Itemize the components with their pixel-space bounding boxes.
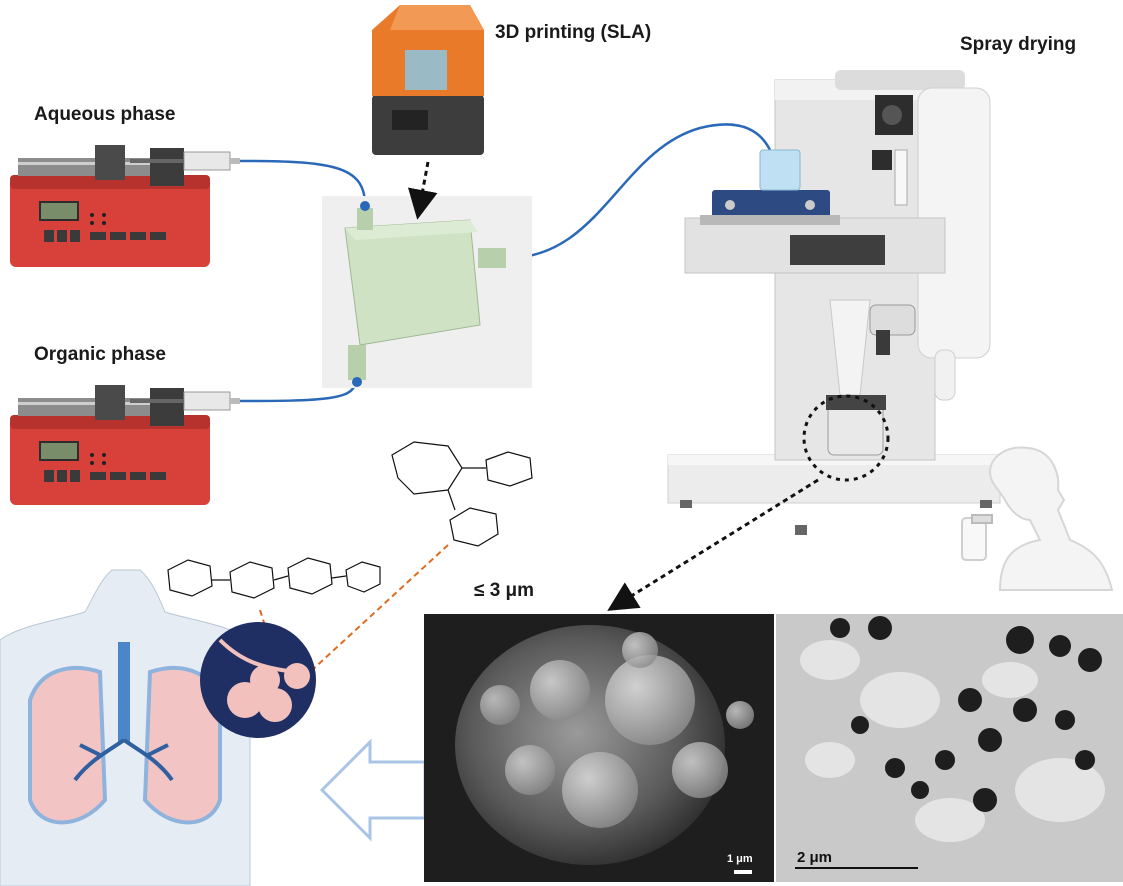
label-spray-drying: Spray drying: [960, 34, 1077, 55]
tem-micrograph: [776, 614, 1123, 882]
printer-to-chip-arrow: [407, 161, 438, 220]
microfluidic-chip: [322, 196, 532, 388]
human-torso-lungs: [0, 569, 251, 886]
collector-highlight-circle: [802, 394, 890, 482]
syringe-pump-aqueous: [10, 145, 240, 267]
sla-printer: [372, 5, 484, 155]
syringe-pump-organic: [10, 385, 240, 505]
alveoli-zoom: [200, 622, 316, 738]
label-organic-phase: Organic phase: [34, 344, 166, 365]
collector-to-micrograph-arrow: [607, 478, 819, 611]
person-with-inhaler: [961, 446, 1114, 591]
sem-micrograph: [424, 614, 774, 882]
label-particle-size: ≤ 3 μm: [474, 580, 535, 601]
label-aqueous-phase: Aqueous phase: [34, 104, 176, 125]
spray-dryer: [667, 70, 1001, 535]
delivery-arrow: [319, 738, 427, 842]
tem-scale-label: 2 μm: [797, 849, 832, 866]
label-3d-printing: 3D printing (SLA): [495, 22, 652, 43]
chondroitin-structure: [167, 557, 381, 599]
macrolide-structure: [391, 441, 533, 547]
sem-scale-label: 1 μm: [727, 853, 753, 865]
